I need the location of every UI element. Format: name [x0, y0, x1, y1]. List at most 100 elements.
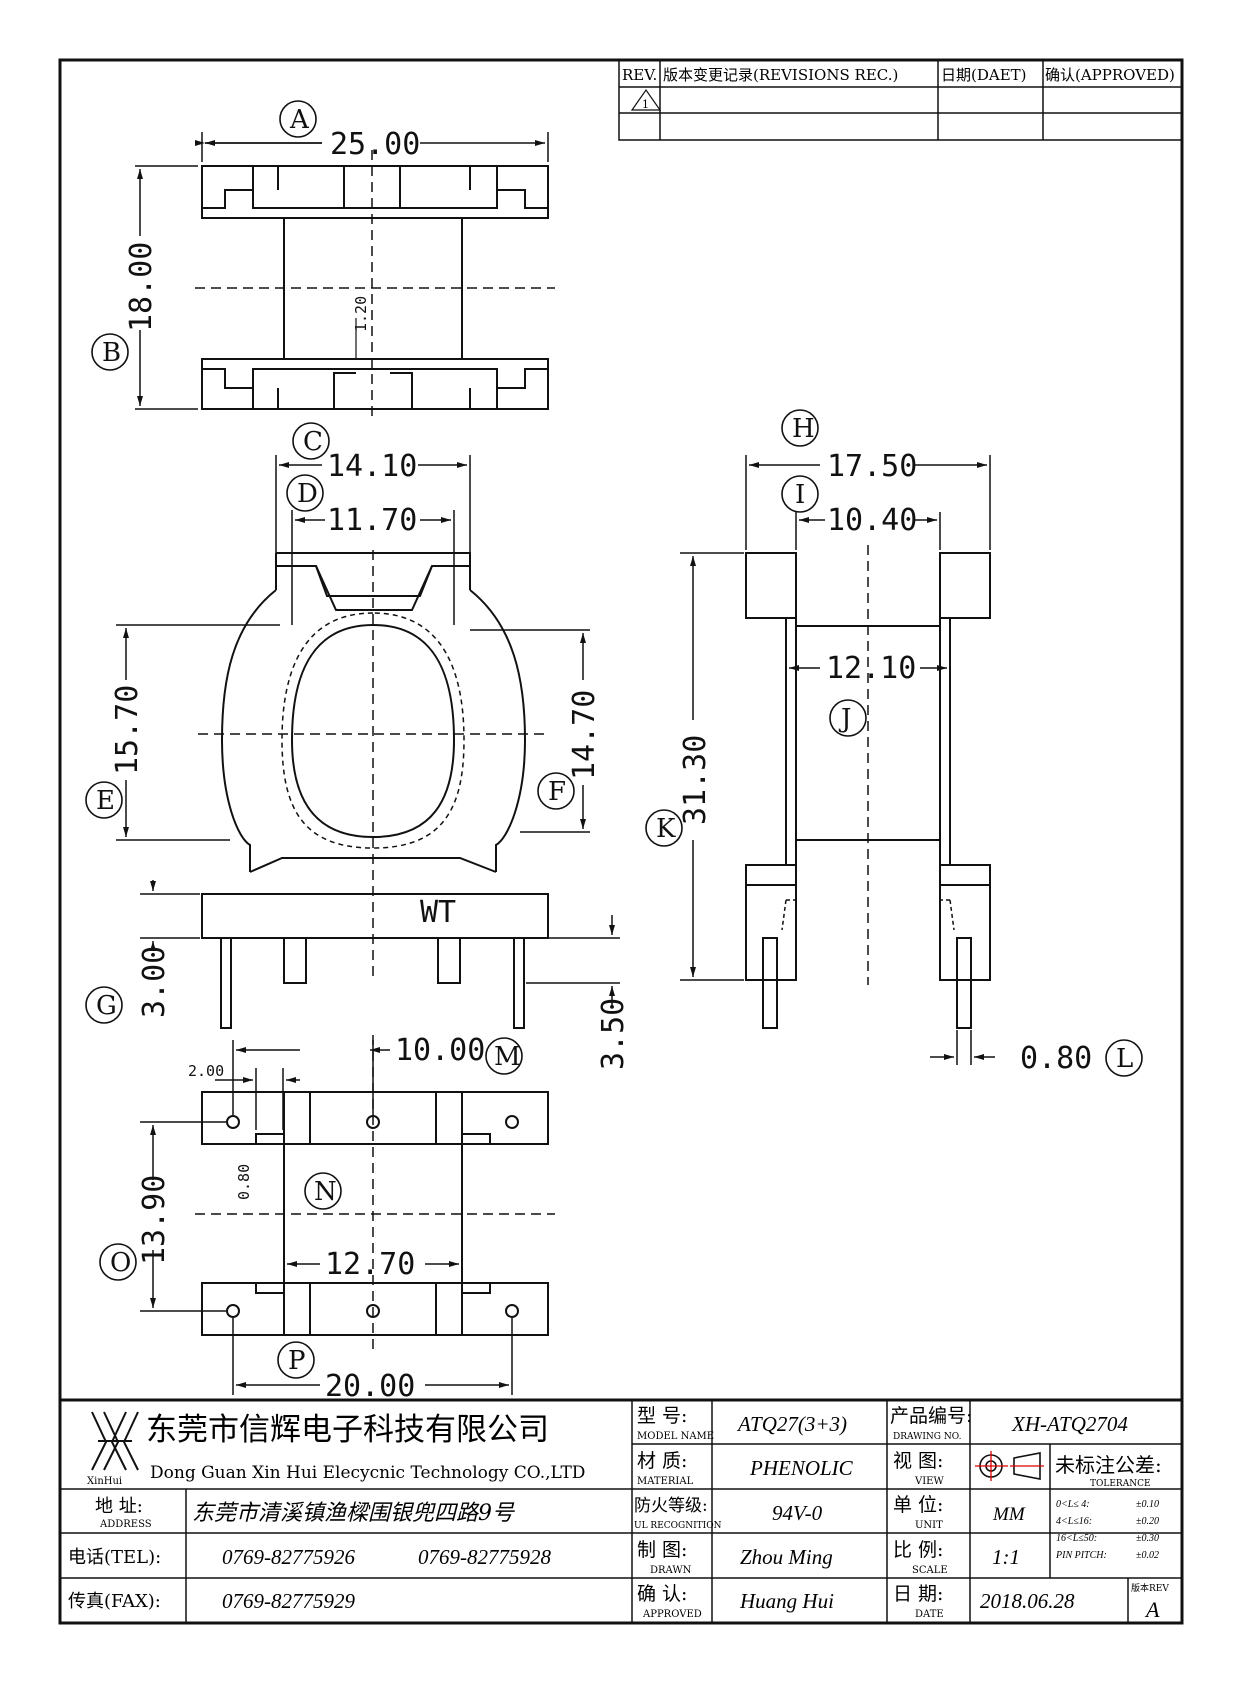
model-value: ATQ27(3+3) — [736, 1412, 847, 1436]
unit-value: MM — [992, 1504, 1026, 1525]
revision-record-header: 版本变更记录(REVISIONS REC.) — [663, 66, 898, 84]
dim-pin-pitch-value: 2.00 — [188, 1062, 224, 1080]
tel-value-1: 0769-82775926 — [222, 1545, 355, 1569]
tolerance-range-2: 4<L≤16: — [1056, 1516, 1092, 1527]
title-block — [60, 1398, 1182, 1623]
address-value: 东莞市清溪镇渔樑围银兜四路9号 — [192, 1501, 515, 1526]
label-l: L — [1116, 1044, 1133, 1074]
label-g: G — [96, 991, 117, 1021]
revision-row-1-rev: 1 — [642, 98, 649, 111]
dim-n-value: 12.70 — [325, 1247, 415, 1282]
company-name-en: Dong Guan Xin Hui Elecycnic Technology C… — [150, 1463, 585, 1483]
label-h: H — [792, 414, 815, 444]
dim-a-lines — [135, 132, 549, 410]
version-label: 版本REV — [1131, 1582, 1169, 1594]
dim-g-value: 3.00 — [137, 946, 172, 1018]
label-a: A — [289, 105, 310, 135]
view-label-en: VIEW — [914, 1476, 944, 1487]
label-i: I — [795, 480, 805, 510]
dim-b-value: 18.00 — [124, 242, 159, 332]
unit-label: 单 位: — [893, 1494, 943, 1516]
label-b: B — [102, 338, 121, 368]
dim-o-value: 13.90 — [137, 1175, 172, 1265]
dim-k-value: 31.30 — [678, 735, 713, 825]
model-label: 型 号: — [637, 1405, 687, 1427]
drawing-no-label: 产品编号: — [890, 1405, 972, 1427]
label-k: K — [656, 814, 676, 844]
label-c: C — [303, 427, 323, 457]
material-value: PHENOLIC — [749, 1456, 854, 1480]
dim-m-value: 10.00 — [395, 1033, 485, 1068]
rev-header: REV. — [622, 66, 657, 84]
dim-d-value: 11.70 — [327, 503, 417, 538]
bottom-view — [195, 1035, 555, 1350]
approved-header: 确认(APPROVED) — [1045, 66, 1175, 84]
material-label: 材 质: — [637, 1450, 687, 1472]
side-view — [745, 545, 991, 1029]
approved-label-en: APPROVED — [642, 1609, 702, 1620]
scale-value: 1:1 — [992, 1545, 1020, 1569]
dim-h-value: 17.50 — [827, 449, 917, 484]
approved-label: 确 认: — [637, 1583, 687, 1605]
circled-labels — [85, 100, 1143, 1379]
date-label: 日 期: — [893, 1583, 943, 1605]
tel-label: 电话(TEL): — [68, 1547, 161, 1568]
label-m: M — [494, 1042, 521, 1072]
scale-label-en: SCALE — [912, 1565, 948, 1576]
date-header: 日期(DAET) — [941, 66, 1027, 84]
side-dim-lines — [680, 455, 995, 1065]
model-label-en: MODEL NAME — [637, 1431, 714, 1442]
revision-table — [618, 59, 1183, 141]
wt-marking: WT — [420, 895, 456, 930]
tolerance-label-en: TOLERANCE — [1090, 1479, 1151, 1489]
dim-l-value: 0.80 — [1020, 1041, 1092, 1076]
address-label: 地 址: — [95, 1496, 143, 1517]
ul-label: 防火等级: — [634, 1496, 708, 1516]
label-e: E — [96, 786, 115, 816]
drawn-value: Zhou Ming — [740, 1545, 833, 1569]
dim-j-value: 12.10 — [826, 651, 916, 686]
fax-label: 传真(FAX): — [68, 1591, 161, 1612]
drawing-no-value: XH-ATQ2704 — [1011, 1412, 1128, 1436]
company-name-cn: 东莞市信辉电子科技有限公司 — [146, 1412, 549, 1448]
sheet-border — [58, 58, 1184, 1625]
drawn-label: 制 图: — [637, 1539, 687, 1561]
dim-i-value: 10.40 — [827, 503, 917, 538]
dim-e-value: 15.70 — [110, 685, 145, 775]
dim-wall-value: 1.20 — [352, 296, 370, 332]
tolerance-range-3: 16<L≤50: — [1056, 1533, 1097, 1544]
label-j: J — [838, 704, 851, 734]
approved-value: Huang Hui — [739, 1589, 834, 1613]
tolerance-range-1: 0<L≤ 4: — [1056, 1499, 1090, 1510]
view-label: 视 图: — [893, 1450, 943, 1472]
label-f: F — [548, 777, 566, 807]
drawn-label-en: DRAWN — [650, 1565, 692, 1576]
fax-value: 0769-82775929 — [222, 1589, 355, 1613]
date-label-en: DATE — [915, 1609, 944, 1620]
scale-label: 比 例: — [893, 1539, 943, 1561]
front-view — [198, 550, 550, 1029]
label-o: O — [110, 1248, 131, 1278]
dim-c-value: 14.10 — [327, 449, 417, 484]
dim-f-value: 14.70 — [567, 690, 602, 780]
dim-a-value: 25.00 — [330, 127, 420, 162]
label-d: D — [297, 479, 318, 509]
bottom-dim-lines — [140, 1040, 513, 1395]
dim-p-value: 20.00 — [325, 1369, 415, 1404]
drawing-no-label-en: DRAWING NO. — [893, 1432, 962, 1442]
address-label-en: ADDRESS — [99, 1519, 152, 1530]
tolerance-value-2: ±0.20 — [1136, 1516, 1159, 1527]
dim-g2-value: 3.50 — [596, 998, 631, 1070]
logo-text: XinHui — [87, 1476, 122, 1487]
date-value: 2018.06.28 — [980, 1589, 1075, 1613]
tolerance-label: 未标注公差: — [1055, 1453, 1162, 1477]
tolerance-range-4: PIN PITCH: — [1055, 1550, 1107, 1561]
front-dim-lines — [116, 455, 620, 1005]
tolerance-value-1: ±0.10 — [1136, 1499, 1159, 1510]
version-value: A — [1144, 1597, 1160, 1622]
ul-value: 94V-0 — [772, 1501, 823, 1525]
ul-label-en: UL RECOGNITION — [634, 1521, 722, 1531]
tolerance-value-3: ±0.30 — [1136, 1533, 1159, 1544]
unit-label-en: UNIT — [915, 1520, 943, 1531]
